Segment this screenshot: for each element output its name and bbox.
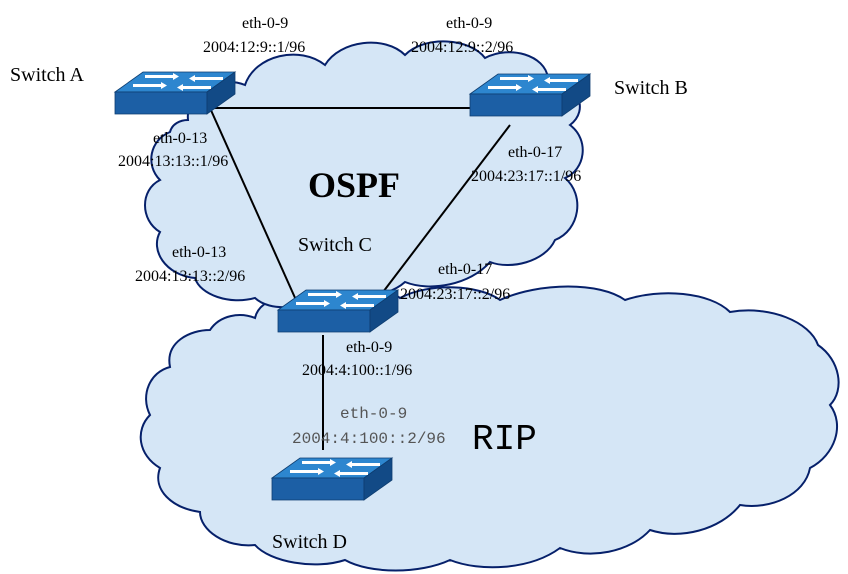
switch-b-name: Switch B <box>614 77 688 99</box>
iface-b-addr-ab: 2004:12:9::2/96 <box>411 39 513 56</box>
iface-c-addr-bc: 2004:23:17::2/96 <box>400 286 510 303</box>
iface-a-addr-ac: 2004:13:13::1/96 <box>118 153 228 170</box>
ospf-label: OSPF <box>308 165 400 205</box>
iface-c-port-cd: eth-0-9 <box>346 339 392 356</box>
iface-a-addr-ab: 2004:12:9::1/96 <box>203 39 305 56</box>
link-a-c <box>209 107 297 301</box>
interface-labels: eth-0-9 2004:12:9::1/96 eth-0-9 2004:12:… <box>118 15 581 379</box>
iface-a-port-ac: eth-0-13 <box>153 130 207 147</box>
iface-b-port-ab: eth-0-9 <box>446 15 492 32</box>
rip-label: RIP <box>472 419 537 460</box>
iface-d-addr-cd: 2004:4:100::2/96 <box>292 430 446 448</box>
iface-b-port-bc: eth-0-17 <box>508 144 562 161</box>
iface-c-port-bc: eth-0-17 <box>438 261 492 278</box>
iface-d-port-cd: eth-0-9 <box>340 405 407 423</box>
switch-c-name: Switch C <box>298 234 372 256</box>
switch-d-name: Switch D <box>272 531 347 553</box>
switch-a-name: Switch A <box>10 64 84 86</box>
iface-c-addr-cd: 2004:4:100::1/96 <box>302 362 412 379</box>
iface-a-port-ab: eth-0-9 <box>242 15 288 32</box>
interface-labels-d: eth-0-9 2004:4:100::2/96 <box>292 405 446 448</box>
iface-c-addr-ac: 2004:13:13::2/96 <box>135 268 245 285</box>
link-b-c <box>379 124 511 297</box>
iface-b-addr-bc: 2004:23:17::1/96 <box>471 168 581 185</box>
iface-c-port-ac: eth-0-13 <box>172 244 226 261</box>
links <box>209 107 511 450</box>
